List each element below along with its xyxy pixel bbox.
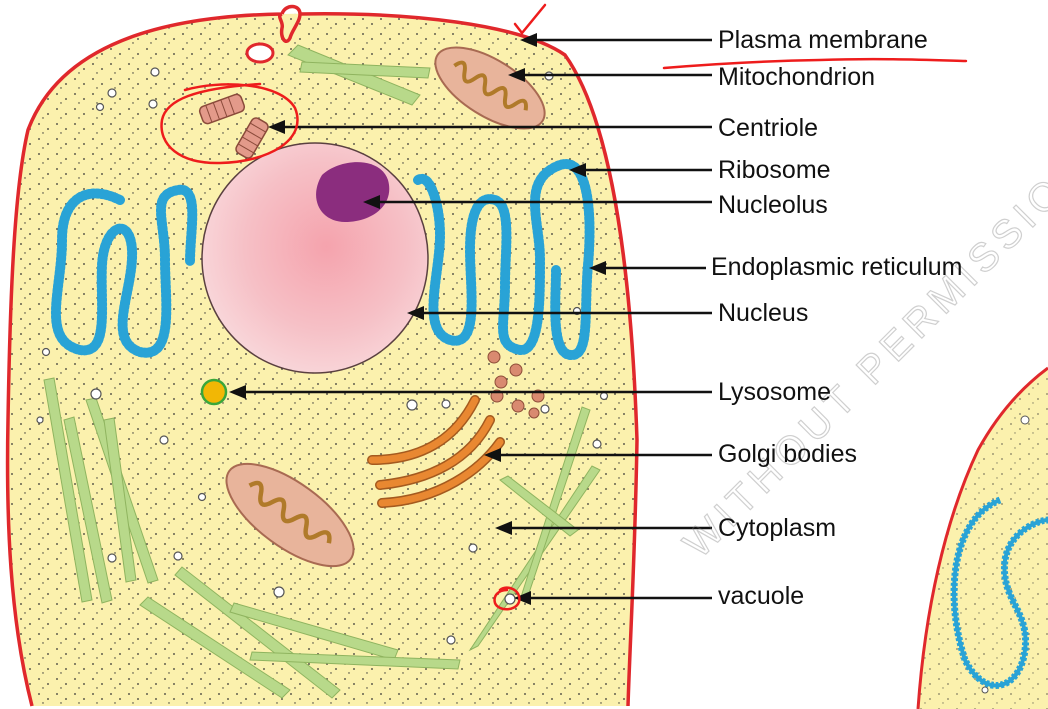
label-mitochondrion: Mitochondrion	[718, 65, 875, 90]
label-ribosome: Ribosome	[718, 158, 831, 183]
checkmark-annotation	[515, 5, 545, 33]
label-vacuole: vacuole	[718, 584, 804, 609]
label-nucleolus: Nucleolus	[718, 193, 828, 218]
lysosome-shape	[202, 380, 226, 404]
label-lysosome: Lysosome	[718, 380, 831, 405]
label-centriole: Centriole	[718, 116, 818, 141]
label-endoplasmic-reticulum: Endoplasmic reticulum	[711, 255, 963, 280]
vacuole-shape	[505, 594, 515, 604]
label-golgi-bodies: Golgi bodies	[718, 442, 857, 467]
label-cytoplasm: Cytoplasm	[718, 516, 836, 541]
label-nucleus: Nucleus	[718, 301, 808, 326]
label-plasma-membrane: Plasma membrane	[718, 28, 928, 53]
nucleus-shape	[202, 143, 428, 373]
endocytic-vesicle	[247, 44, 273, 62]
